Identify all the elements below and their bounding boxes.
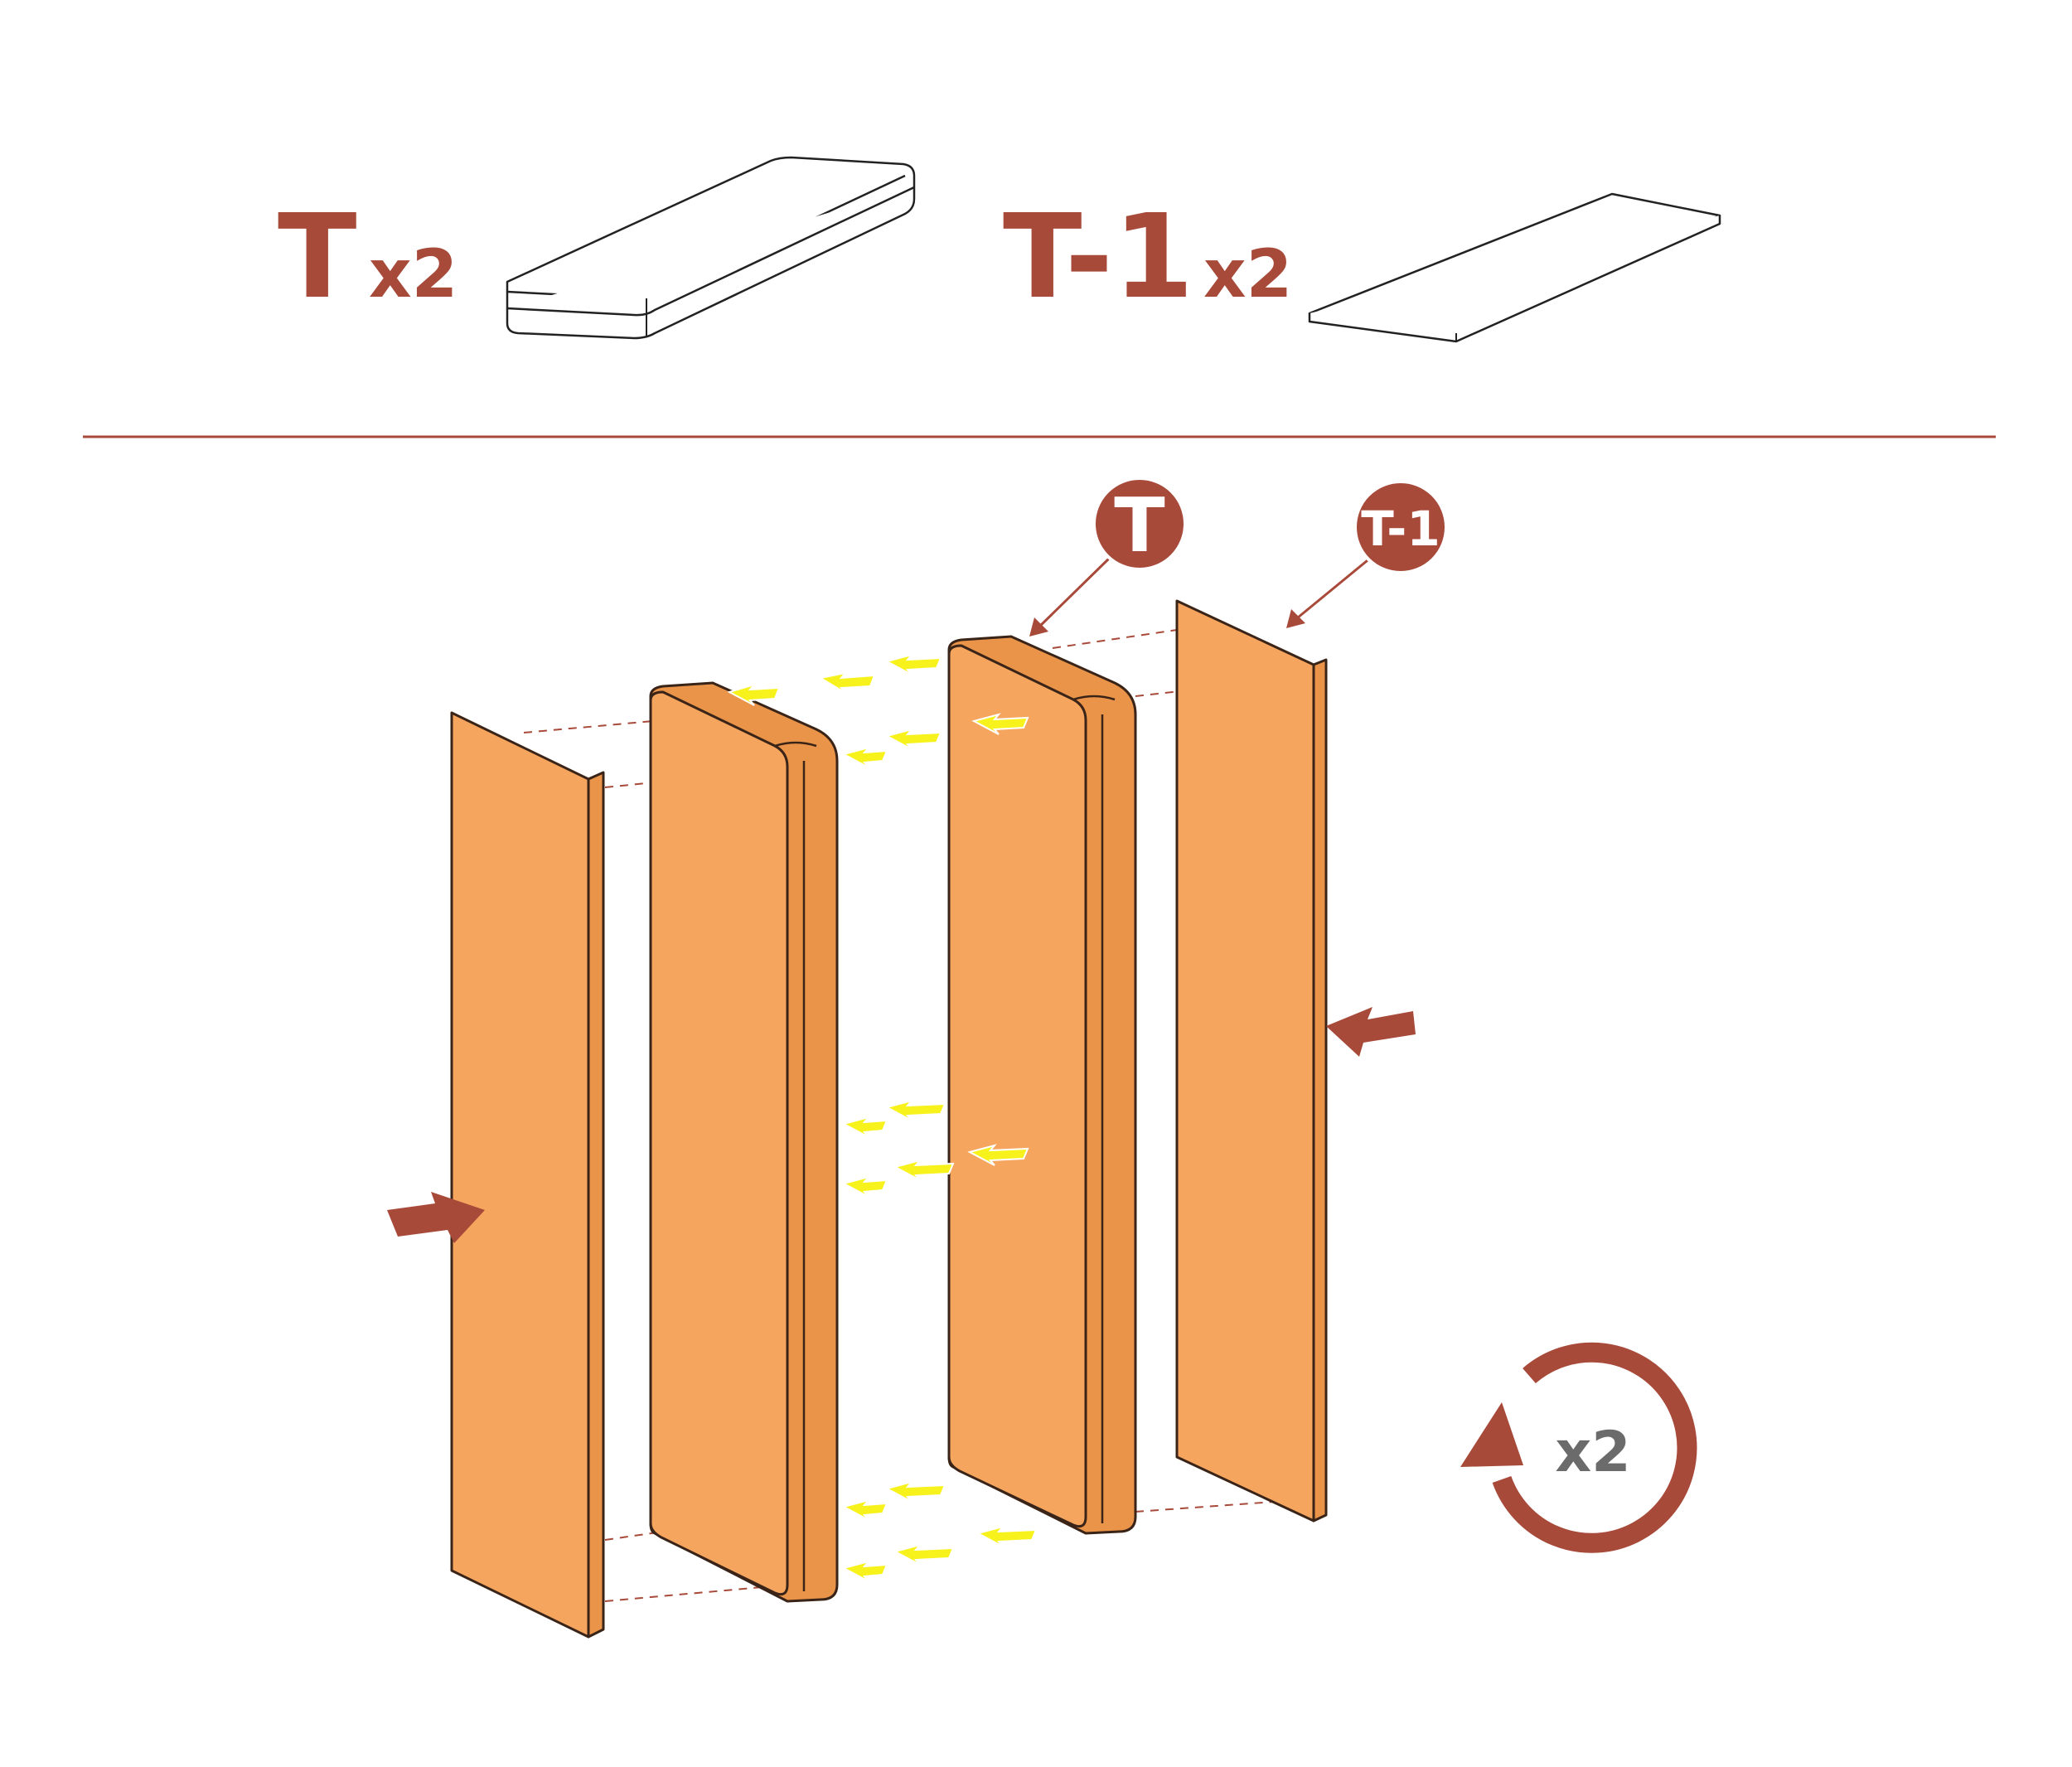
rotate-repeat-arrowhead <box>1460 1402 1523 1467</box>
dowel-arrow-icon <box>727 683 781 706</box>
dowel-arrow-icon <box>841 1498 888 1521</box>
repeat-count: x2 <box>1555 1420 1630 1485</box>
assembly-view: T T-1 x2 <box>387 477 1697 1639</box>
callout-t: T <box>1029 477 1187 637</box>
part-t1-code: T-1 <box>1003 190 1193 325</box>
dowel-arrow-icon <box>967 1144 1029 1166</box>
push-arrow-icon <box>387 1192 485 1243</box>
repeat-indicator: x2 <box>1460 1342 1697 1553</box>
part-t1-illustration <box>1308 192 1721 343</box>
dowel-arrow-icon <box>841 1560 888 1582</box>
dowel-arrow-icon <box>893 1543 955 1566</box>
parts-legend: T x2 T-1 x2 <box>278 156 1721 343</box>
dowel-arrow-icon <box>971 713 1029 735</box>
panel-t-left <box>649 681 839 1603</box>
callout-t1-label: T-1 <box>1361 501 1440 557</box>
dowel-arrow-icon <box>841 1175 888 1198</box>
rotate-repeat-icon <box>1492 1342 1697 1553</box>
callout-arrow-icon <box>1286 609 1305 628</box>
part-t1-quantity: x2 <box>1203 235 1292 312</box>
dowel-arrow-icon <box>884 1099 946 1121</box>
part-t-quantity: x2 <box>369 235 457 312</box>
dowel-arrow-icon <box>841 746 888 768</box>
dowel-arrow-icon <box>884 1480 946 1503</box>
part-t-code: T <box>278 190 357 325</box>
part-t-illustration <box>506 156 916 340</box>
panel-t1-right <box>1175 599 1328 1523</box>
panel-t1-left <box>450 711 605 1639</box>
callout-arrow-icon <box>1029 617 1048 637</box>
dowel-arrow-icon <box>893 1159 955 1181</box>
panel-t-right <box>947 635 1137 1535</box>
dowel-arrows <box>727 653 1038 1582</box>
push-arrow-icon <box>1326 1007 1416 1057</box>
callout-t1: T-1 <box>1286 480 1448 628</box>
callout-t-label: T <box>1114 482 1164 569</box>
dowel-arrow-icon <box>884 653 942 675</box>
dowel-arrow-icon <box>818 671 876 694</box>
dowel-arrow-icon <box>884 728 942 750</box>
dowel-arrow-icon <box>841 1116 888 1138</box>
dowel-arrow-icon <box>975 1525 1038 1547</box>
